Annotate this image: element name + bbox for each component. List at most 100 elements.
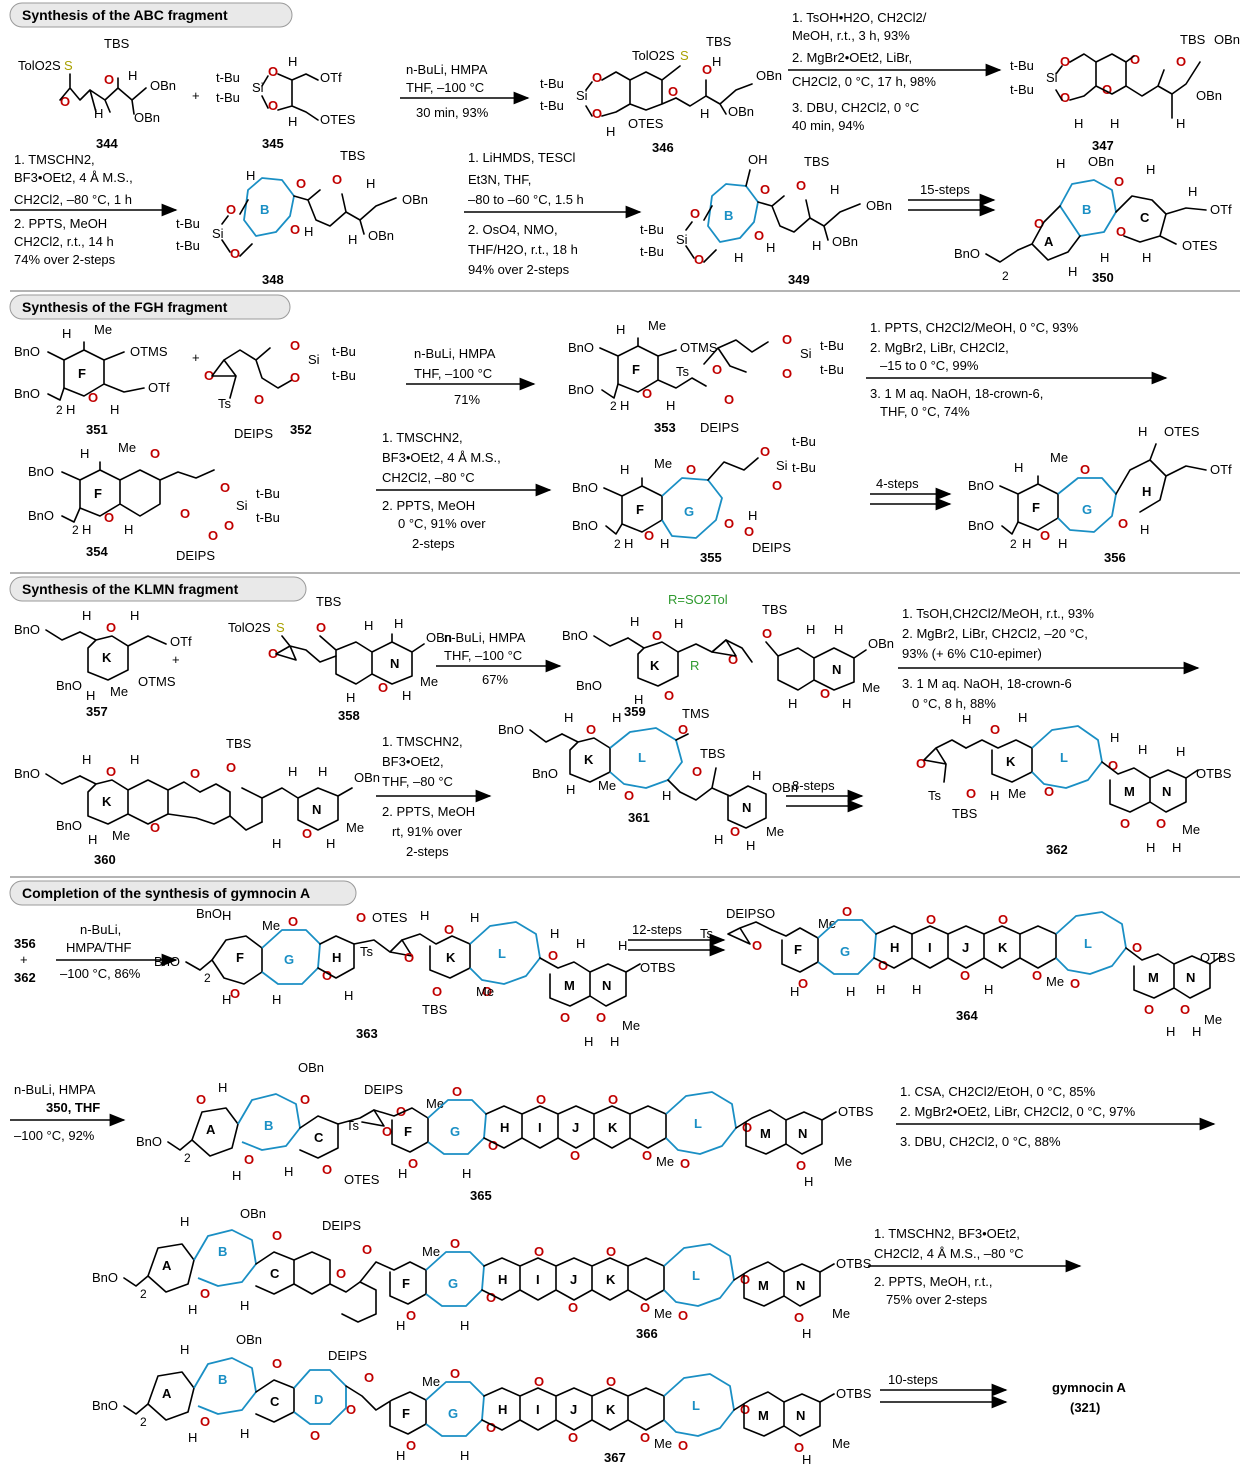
svg-text:K: K — [102, 794, 112, 809]
svg-text:TBS: TBS — [952, 806, 978, 821]
svg-text:Me: Me — [1046, 974, 1064, 989]
svg-text:F: F — [402, 1406, 410, 1421]
svg-text:DEIPS: DEIPS — [700, 420, 739, 435]
svg-text:H: H — [1056, 156, 1065, 171]
svg-text:BnO: BnO — [196, 906, 222, 921]
svg-text:Synthesis of the ABC fragment: Synthesis of the ABC fragment — [22, 7, 228, 23]
svg-text:H: H — [364, 618, 373, 633]
svg-text:OTES: OTES — [344, 1172, 380, 1187]
svg-text:Completion of the synthesis of: Completion of the synthesis of gymnocin … — [22, 885, 310, 901]
svg-text:OBn: OBn — [236, 1332, 262, 1347]
svg-text:THF, 0 °C, 74%: THF, 0 °C, 74% — [880, 404, 970, 419]
svg-text:C: C — [314, 1130, 324, 1145]
svg-text:TolO2S: TolO2S — [18, 58, 61, 73]
svg-text:3. 1 M aq. NaOH, 18-crown-6: 3. 1 M aq. NaOH, 18-crown-6 — [902, 676, 1072, 691]
svg-text:O: O — [728, 652, 738, 667]
svg-text:H: H — [1068, 264, 1077, 279]
svg-text:O: O — [226, 202, 236, 217]
svg-text:2-steps: 2-steps — [412, 536, 455, 551]
svg-text:H: H — [394, 616, 403, 631]
svg-text:BnO: BnO — [14, 386, 40, 401]
svg-text:2: 2 — [140, 1415, 147, 1429]
compound-366: BnO 2 A H B OBn O C O O DEIPS O F Me O G… — [92, 1206, 872, 1341]
svg-text:H: H — [218, 1080, 227, 1095]
svg-text:O: O — [990, 722, 1000, 737]
svg-text:O: O — [680, 1156, 690, 1171]
svg-text:M: M — [1124, 784, 1135, 799]
svg-text:H: H — [618, 938, 627, 953]
svg-text:DEIPS: DEIPS — [364, 1082, 403, 1097]
svg-text:H: H — [1146, 162, 1155, 177]
compound-361: BnO H O H K L O O TBS O N H OBn O Me H H… — [498, 710, 798, 853]
svg-text:2. PPTS, MeOH, r.t.,: 2. PPTS, MeOH, r.t., — [874, 1274, 992, 1289]
svg-text:Me: Me — [1008, 786, 1026, 801]
compound-350: OBn H H H OTf OTES B O O C O A BnO 2 H H… — [954, 154, 1232, 285]
svg-text:O: O — [796, 178, 806, 193]
svg-text:O: O — [272, 1228, 282, 1243]
svg-text:Me: Me — [832, 1436, 850, 1451]
svg-text:O: O — [244, 1152, 254, 1167]
svg-text:G: G — [448, 1276, 458, 1291]
svg-text:MeOH, r.t., 3 h, 93%: MeOH, r.t., 3 h, 93% — [792, 28, 910, 43]
svg-text:O: O — [1132, 940, 1142, 955]
svg-text:H: H — [94, 106, 103, 121]
svg-text:t-Bu: t-Bu — [256, 510, 280, 525]
svg-text:40 min, 94%: 40 min, 94% — [792, 118, 865, 133]
svg-text:O: O — [692, 764, 702, 779]
svg-text:Synthesis of the KLMN fragment: Synthesis of the KLMN fragment — [22, 581, 239, 597]
svg-text:N: N — [832, 662, 841, 677]
compound-349: t-Bu t-Bu Si O O OH B O O H H TBS O H OB… — [640, 152, 892, 287]
svg-text:H: H — [396, 1318, 405, 1333]
svg-text:O: O — [998, 912, 1008, 927]
svg-text:356: 356 — [1104, 550, 1126, 565]
svg-text:TBS: TBS — [340, 148, 366, 163]
svg-text:H: H — [1176, 744, 1185, 759]
svg-text:O: O — [534, 1244, 544, 1259]
svg-text:H: H — [1140, 522, 1149, 537]
svg-text:K: K — [998, 940, 1008, 955]
svg-text:O: O — [652, 628, 662, 643]
svg-text:H: H — [396, 1448, 405, 1463]
svg-text:30 min, 93%: 30 min, 93% — [416, 105, 489, 120]
svg-text:L: L — [694, 1116, 702, 1131]
svg-text:F: F — [636, 502, 644, 517]
svg-text:CH2Cl2, 4 Å M.S., –80 °C: CH2Cl2, 4 Å M.S., –80 °C — [874, 1246, 1024, 1261]
svg-text:H: H — [620, 398, 629, 413]
svg-text:H: H — [500, 1120, 509, 1135]
svg-text:H: H — [1058, 536, 1067, 551]
svg-text:H: H — [222, 908, 231, 923]
svg-text:C: C — [270, 1266, 280, 1281]
compound-364: DEIPSO Ts O F Me O G O O H I J K O O O O… — [700, 904, 1236, 1039]
svg-text:356: 356 — [14, 936, 36, 951]
svg-text:2. MgBr2•OEt2, LiBr,: 2. MgBr2•OEt2, LiBr, — [792, 50, 912, 65]
svg-text:H: H — [842, 696, 851, 711]
svg-text:DEIPS: DEIPS — [176, 548, 215, 563]
svg-text:H: H — [1166, 1024, 1175, 1039]
svg-text:H: H — [700, 106, 709, 121]
svg-text:OTES: OTES — [1164, 424, 1200, 439]
svg-text:BnO: BnO — [968, 518, 994, 533]
svg-text:t-Bu: t-Bu — [792, 460, 816, 475]
reaction-arrow-5: 15-steps — [908, 182, 996, 217]
svg-text:t-Bu: t-Bu — [640, 222, 664, 237]
plus-sign-2: + — [192, 350, 200, 365]
svg-text:H: H — [130, 752, 139, 767]
svg-text:O: O — [290, 338, 300, 353]
svg-text:OTf: OTf — [170, 634, 192, 649]
svg-text:H: H — [890, 940, 899, 955]
compound-348: t-Bu t-Bu Si O O H B O O H TBS O H OBn O… — [176, 148, 428, 287]
svg-text:H: H — [766, 240, 775, 255]
svg-text:H: H — [1074, 116, 1083, 131]
svg-text:O: O — [798, 976, 808, 991]
svg-text:BnO: BnO — [568, 382, 594, 397]
svg-text:H: H — [188, 1302, 197, 1317]
svg-text:K: K — [650, 658, 660, 673]
svg-text:THF, –80 °C: THF, –80 °C — [382, 774, 453, 789]
svg-text:H: H — [1172, 840, 1181, 855]
svg-text:O: O — [290, 370, 300, 385]
svg-text:G: G — [284, 952, 294, 967]
svg-text:N: N — [796, 1408, 805, 1423]
svg-text:N: N — [742, 800, 751, 815]
svg-text:N: N — [390, 656, 399, 671]
svg-text:OBn: OBn — [354, 770, 380, 785]
